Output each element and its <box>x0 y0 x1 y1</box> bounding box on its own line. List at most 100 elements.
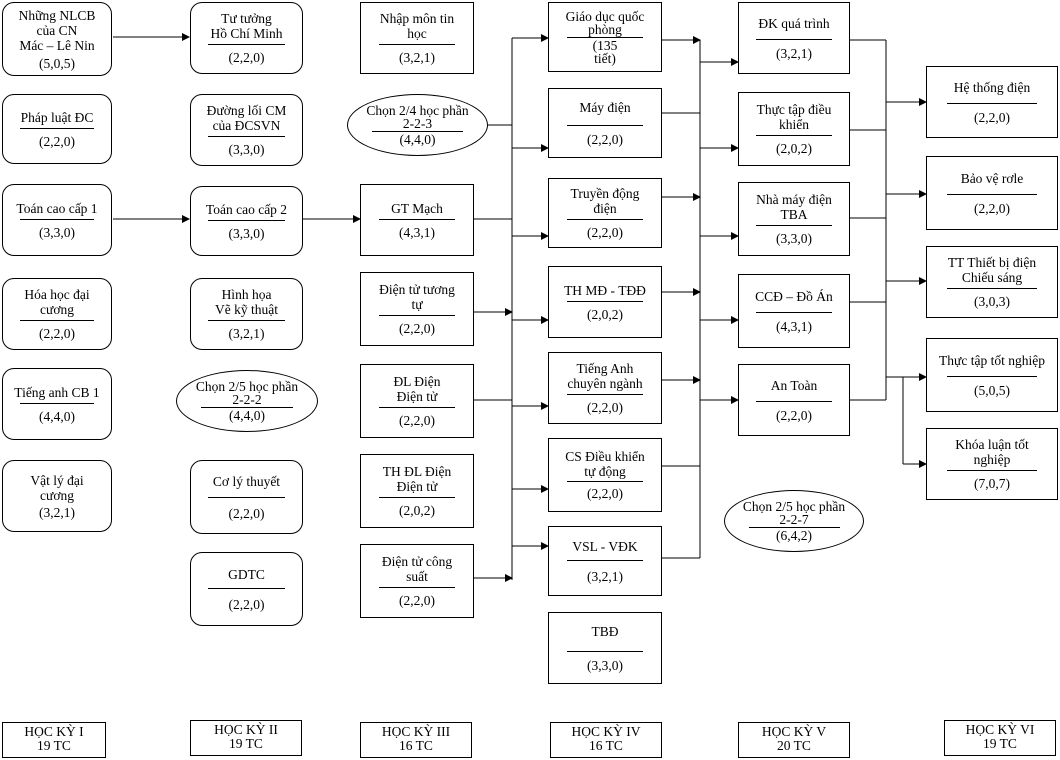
semester-credits: 20 TC <box>777 738 811 753</box>
course-name: TH ĐL Điện Điện tử <box>382 464 452 494</box>
course-nha-may-dien-tba: Nhà máy điện TBA (3,3,0) <box>738 182 850 256</box>
course-credits: (7,0,7) <box>974 476 1010 491</box>
divider <box>20 320 94 321</box>
course-credits: (2,0,2) <box>776 141 812 156</box>
divider <box>946 102 1038 104</box>
course-gt-mach: GT Mạch (4,3,1) <box>360 184 474 256</box>
divider <box>748 527 840 528</box>
semester-label-4: HỌC KỲ IV 16 TC <box>550 722 662 758</box>
course-name: Toán cao cấp 2 <box>205 201 288 217</box>
course-credits: (3,3,0) <box>776 231 812 246</box>
divider <box>756 311 832 313</box>
course-truyen-dong-dien: Truyền động điện (2,2,0) <box>548 178 662 248</box>
course-toan-cao-cap-2: Toán cao cấp 2 (3,3,0) <box>190 186 303 256</box>
course-name: Những NLCB của CN Mác – Lê Nin <box>18 7 96 53</box>
course-credits: (4,4,0) <box>399 132 436 147</box>
course-phap-luat: Pháp luật ĐC (2,2,0) <box>2 94 112 164</box>
course-credits: (5,0,5) <box>39 55 75 71</box>
course-tu-tuong-hcm: Tư tưởng Hồ Chí Minh (2,2,0) <box>190 2 303 74</box>
divider <box>20 127 94 129</box>
divider <box>378 587 456 588</box>
divider <box>378 218 456 220</box>
course-tieng-anh-cb1: Tiếng anh CB 1 (4,4,0) <box>2 368 112 440</box>
course-name: Nhập môn tin học <box>379 11 455 41</box>
divider <box>208 587 285 589</box>
course-name: Chọn 2/5 học phần 2-2-2 <box>195 379 299 407</box>
divider <box>756 135 832 136</box>
course-nhap-mon-tin-hoc: Nhập môn tin học (3,2,1) <box>360 2 474 74</box>
course-name: Tiếng Anh chuyên ngành <box>567 361 643 391</box>
course-name: Hệ thống điện <box>953 79 1031 95</box>
course-credits: (2,2,0) <box>776 407 812 423</box>
course-vsl-vdk: VSL - VĐK (3,2,1) <box>548 526 662 596</box>
semester-credits: 16 TC <box>589 738 623 753</box>
course-credits: (3,3,0) <box>39 224 75 240</box>
divider <box>946 193 1038 195</box>
divider <box>946 470 1038 471</box>
course-credits: (3,2,1) <box>587 568 623 584</box>
divider <box>566 219 644 220</box>
course-credits: (2,2,0) <box>587 131 623 147</box>
semester-label-6: HỌC KỲ VI 19 TC <box>944 720 1056 756</box>
semester-label-3: HỌC KỲ III 16 TC <box>360 722 472 758</box>
course-name: Toán cao cấp 1 <box>16 200 98 216</box>
course-name: An Toàn <box>770 377 818 393</box>
course-credits: (2,2,0) <box>399 321 435 336</box>
course-dien-tu-tuong-tu: Điện tử tương tự (2,2,0) <box>360 272 474 346</box>
course-credits: (2,2,0) <box>228 50 265 65</box>
divider <box>566 559 644 561</box>
course-dk-qua-trinh: ĐK quá trình (3,2,1) <box>738 2 850 74</box>
divider <box>378 315 456 316</box>
course-toan-cao-cap-1: Toán cao cấp 1 (3,3,0) <box>2 184 112 256</box>
divider <box>566 481 644 482</box>
course-credits: (3,2,1) <box>228 326 265 341</box>
course-name: Tư tưởng Hồ Chí Minh <box>210 11 283 41</box>
course-credits: (2,2,0) <box>399 413 435 428</box>
course-name: TT Thiết bị điện Chiếu sáng <box>947 255 1037 285</box>
course-credits: (6,4,2) <box>776 528 812 543</box>
course-hinh-hoa: Hình họa Vẽ kỹ thuật (3,2,1) <box>190 278 303 350</box>
divider <box>20 218 94 220</box>
semester-name: HỌC KỲ II <box>214 722 278 737</box>
course-credits: (2,2,0) <box>228 596 265 612</box>
course-thuc-tap-dieu-khien: Thực tập điều khiển (2,0,2) <box>738 92 850 166</box>
semester-name: HỌC KỲ VI <box>965 722 1035 737</box>
course-name: Điện tử tương tự <box>379 282 455 312</box>
divider <box>200 407 294 408</box>
course-dl-dien-dien-tu: ĐL Điện Điện tử (2,2,0) <box>360 364 474 438</box>
semester-name: HỌC KỲ I <box>24 724 84 739</box>
divider <box>566 300 644 302</box>
divider <box>20 402 94 404</box>
course-name: GT Mạch <box>391 200 443 216</box>
divider <box>378 44 456 45</box>
semester-credits: 19 TC <box>229 736 263 751</box>
course-name: Nhà máy điện TBA <box>756 192 832 222</box>
divider <box>566 650 644 652</box>
course-name: VSL - VĐK <box>572 538 638 554</box>
course-khoa-luan-tot-nghiep: Khóa luận tốt nghiệp (7,0,7) <box>926 428 1058 500</box>
course-tbd: TBĐ (3,3,0) <box>548 612 662 684</box>
course-name: CCĐ – Đồ Án <box>755 288 833 304</box>
divider <box>946 288 1038 289</box>
course-credits: (135 tiết) <box>592 37 618 66</box>
divider <box>566 124 644 126</box>
course-may-dien: Máy điện (2,2,0) <box>548 88 662 158</box>
semester-name: HỌC KỲ V <box>761 724 827 739</box>
course-thuc-tap-tot-nghiep: Thực tập tốt nghiệp (5,0,5) <box>926 338 1058 412</box>
course-credits: (2,0,2) <box>399 503 435 518</box>
course-name: Máy điện <box>579 99 631 115</box>
course-bao-ve-role: Bảo vệ rơle (2,2,0) <box>926 156 1058 230</box>
course-tieng-anh-chuyen-nganh: Tiếng Anh chuyên ngành (2,2,0) <box>548 352 662 424</box>
course-credits: (2,2,0) <box>587 400 623 415</box>
elective-group-hk2: Chọn 2/5 học phần 2-2-2 (4,4,0) <box>176 370 318 432</box>
course-name: TH MĐ - TĐĐ <box>564 282 646 298</box>
course-name: Cơ lý thuyết <box>212 473 281 489</box>
course-ccd-do-an: CCĐ – Đồ Án (4,3,1) <box>738 274 850 348</box>
course-credits: (5,0,5) <box>974 382 1010 398</box>
semester-credits: 19 TC <box>983 736 1017 751</box>
course-name: Thực tập điều khiển <box>756 102 832 132</box>
semester-credits: 16 TC <box>399 738 433 753</box>
elective-group-hk3: Chọn 2/4 học phần 2-2-3 (4,4,0) <box>347 94 488 156</box>
course-credits: (2,2,0) <box>39 326 75 341</box>
course-cs-dieu-khien-tu-dong: CS Điều khiển tự động (2,2,0) <box>548 438 662 512</box>
